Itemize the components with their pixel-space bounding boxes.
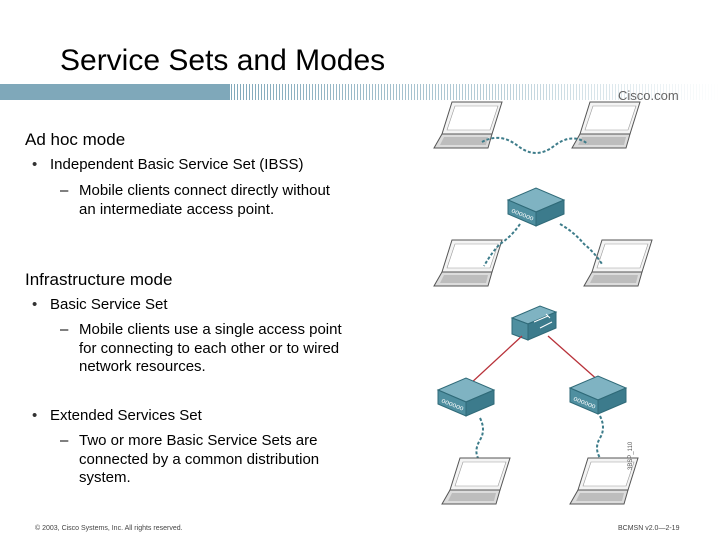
- sub-bullet-ess: –Two or more Basic Service Sets are conn…: [60, 432, 350, 488]
- dash-icon: –: [60, 432, 69, 449]
- wireless-signal-icon: [481, 136, 589, 154]
- sub-bullet-ibss: –Mobile clients connect directly without…: [60, 182, 350, 219]
- access-point-icon: [569, 375, 627, 415]
- access-point-icon: [437, 377, 495, 417]
- laptop-icon: [441, 457, 511, 505]
- sub-bullet-ess-text: Two or more Basic Service Sets are conne…: [79, 432, 320, 486]
- laptop-icon: [583, 239, 653, 287]
- copyright-footer: © 2003, Cisco Systems, Inc. All rights r…: [35, 525, 183, 532]
- bullet-dot-icon: •: [32, 296, 38, 313]
- bullet-ess-text: Extended Services Set: [50, 407, 202, 424]
- wireless-signal-icon: [483, 223, 603, 267]
- laptop-icon: [571, 101, 641, 149]
- access-point-icon: [507, 187, 565, 227]
- laptop-icon: [433, 239, 503, 287]
- sub-bullet-ibss-text: Mobile clients connect directly without …: [79, 182, 330, 218]
- wired-link: [469, 335, 601, 385]
- bullet-ibss: • Independent Basic Service Set (IBSS): [32, 156, 303, 173]
- page-title: Service Sets and Modes: [60, 44, 386, 77]
- figure-code: 3BSP_110: [628, 441, 634, 470]
- bullet-bss: • Basic Service Set: [32, 296, 168, 313]
- title-band-solid: [0, 84, 230, 100]
- wireless-signal-icon: [475, 415, 604, 459]
- heading-infrastructure-mode: Infrastructure mode: [25, 270, 173, 289]
- title-band-fade: [222, 84, 720, 100]
- sub-bullet-bss-text: Mobile clients use a single access point…: [79, 321, 342, 375]
- laptop-icon: [433, 101, 503, 149]
- sub-bullet-bss: –Mobile clients use a single access poin…: [60, 321, 350, 377]
- switch-icon: [510, 305, 558, 341]
- bullet-ibss-text: Independent Basic Service Set (IBSS): [50, 156, 304, 173]
- dash-icon: –: [60, 182, 69, 199]
- bullet-dot-icon: •: [32, 156, 38, 173]
- bullet-bss-text: Basic Service Set: [50, 296, 168, 313]
- bullet-dot-icon: •: [32, 407, 38, 424]
- dash-icon: –: [60, 321, 69, 338]
- cisco-logo[interactable]: Cisco.com: [618, 88, 679, 103]
- bullet-ess: • Extended Services Set: [32, 407, 202, 424]
- title-band: [0, 84, 720, 100]
- course-code-footer: BCMSN v2.0—2-19: [618, 525, 680, 532]
- heading-ad-hoc-mode: Ad hoc mode: [25, 130, 126, 149]
